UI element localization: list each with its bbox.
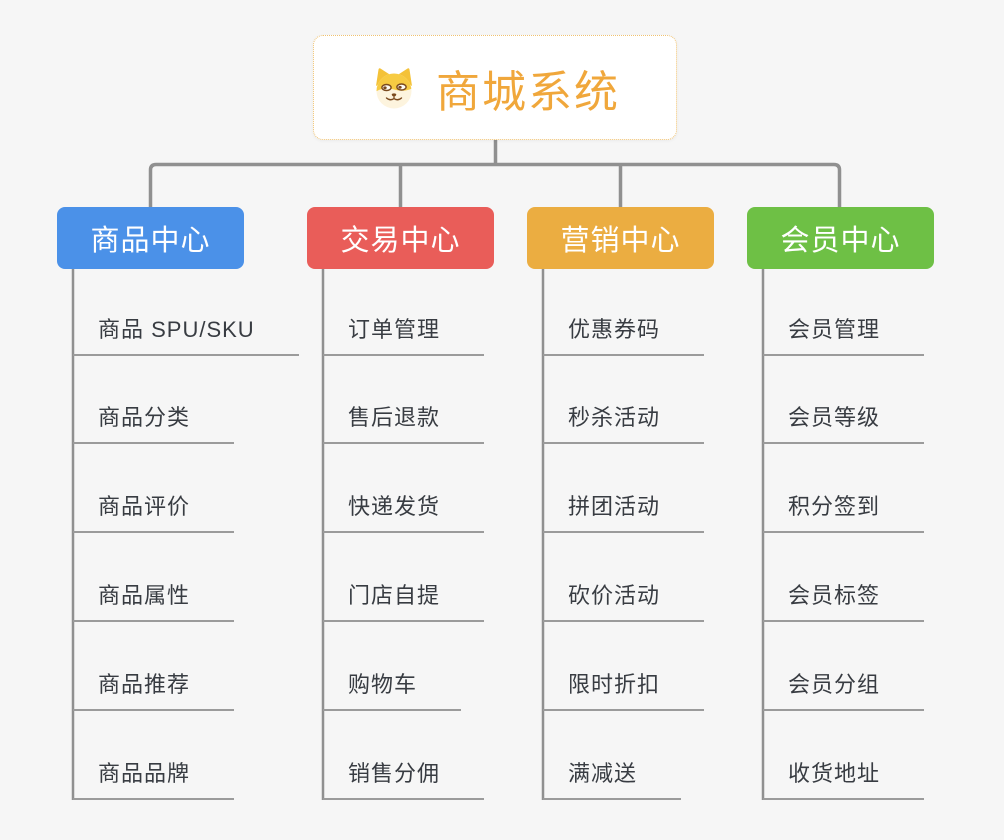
leaf-node[interactable]: 购物车: [323, 669, 462, 711]
leaf-node[interactable]: 拼团活动: [543, 491, 705, 533]
root-title: 商城系统: [436, 67, 620, 117]
leaf-node[interactable]: 积分签到: [763, 491, 925, 533]
leaf-node[interactable]: 秒杀活动: [543, 402, 705, 444]
leaf-node[interactable]: 会员等级: [763, 402, 925, 444]
leaf-node[interactable]: 商品 SPU/SKU: [73, 314, 299, 356]
leaf-node[interactable]: 商品分类: [73, 402, 235, 444]
leaf-node[interactable]: 会员管理: [763, 314, 925, 356]
leaf-node[interactable]: 砍价活动: [543, 580, 705, 622]
leaf-node[interactable]: 售后退款: [323, 402, 485, 444]
leaf-node[interactable]: 销售分佣: [323, 758, 485, 800]
leaf-node[interactable]: 订单管理: [323, 314, 485, 356]
leaf-node[interactable]: 优惠券码: [543, 314, 705, 356]
leaf-node[interactable]: 会员标签: [763, 580, 925, 622]
leaf-node[interactable]: 会员分组: [763, 669, 925, 711]
dog-face-icon: [376, 67, 412, 108]
leaf-node[interactable]: 商品属性: [73, 580, 235, 622]
leaf-node[interactable]: 商品品牌: [73, 758, 235, 800]
leaf-node[interactable]: 门店自提: [323, 580, 485, 622]
leaf-node[interactable]: 快递发货: [323, 491, 485, 533]
leaf-node[interactable]: 满减送: [543, 758, 682, 800]
branch-node-product-center[interactable]: 商品中心: [57, 207, 244, 269]
branch-bus-line: [148, 162, 842, 207]
leaf-node[interactable]: 商品推荐: [73, 669, 235, 711]
branch-node-member-center[interactable]: 会员中心: [747, 207, 934, 269]
leaf-node[interactable]: 收货地址: [763, 758, 925, 800]
branch-node-marketing-center[interactable]: 营销中心: [527, 207, 714, 269]
root-node[interactable]: 商城系统: [313, 35, 677, 140]
leaf-node[interactable]: 商品评价: [73, 491, 235, 533]
branch-node-trade-center[interactable]: 交易中心: [307, 207, 494, 269]
leaf-node[interactable]: 限时折扣: [543, 669, 705, 711]
